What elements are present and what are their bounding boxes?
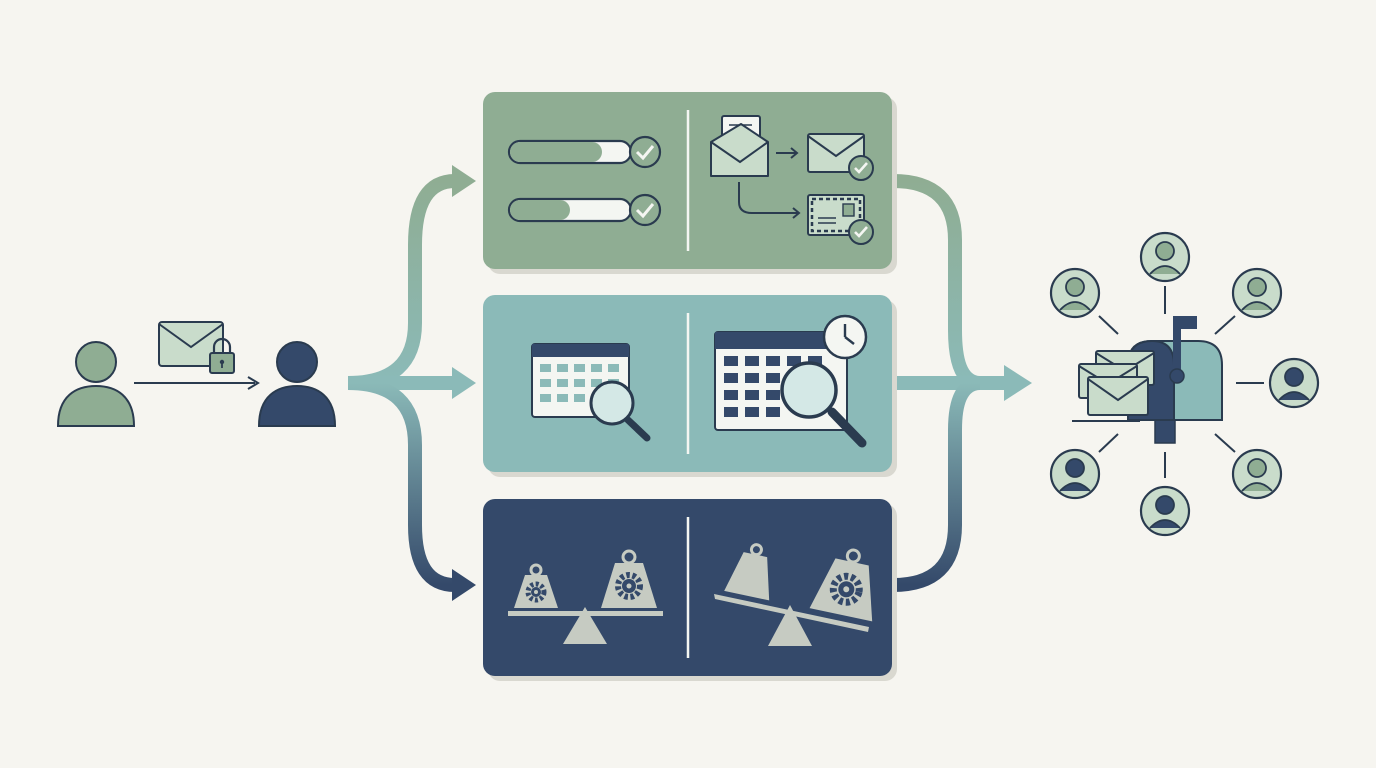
postal-envelope-icon bbox=[807, 194, 874, 245]
routing-arrow-icon bbox=[738, 182, 801, 219]
balance-scale-icon bbox=[508, 607, 663, 644]
merge-from-bottom bbox=[892, 376, 981, 592]
gear-icon bbox=[829, 572, 863, 606]
user-circle-icon bbox=[1049, 267, 1101, 319]
recipient-person-icon bbox=[257, 341, 337, 427]
merge-connectors bbox=[892, 174, 1032, 592]
envelope-check-icon bbox=[807, 133, 874, 181]
checkmark-icon bbox=[628, 193, 662, 227]
forward-arrow-icon bbox=[776, 147, 799, 159]
envelope-icon bbox=[158, 321, 224, 367]
progress-bar-icon bbox=[507, 197, 633, 223]
open-envelope-icon bbox=[710, 115, 769, 177]
arrowhead-top bbox=[452, 165, 476, 197]
arrowhead-bottom bbox=[452, 569, 476, 601]
user-circle-icon bbox=[1268, 357, 1320, 409]
secure-message-icon bbox=[158, 321, 235, 374]
connector-to-bottom bbox=[347, 376, 456, 592]
tilted-scale-icon bbox=[714, 594, 869, 646]
transfer-arrow-icon bbox=[134, 376, 260, 390]
scheduling-panel bbox=[483, 295, 897, 477]
gear-icon bbox=[525, 581, 547, 603]
arrowhead-destination bbox=[1004, 365, 1032, 401]
magnifier-icon bbox=[589, 380, 651, 442]
audience-links bbox=[1098, 286, 1264, 478]
gear-icon bbox=[615, 572, 643, 600]
branch-connectors bbox=[347, 165, 476, 601]
merge-from-top bbox=[892, 174, 981, 390]
user-circle-icon bbox=[1231, 267, 1283, 319]
clock-icon bbox=[822, 314, 868, 360]
arrowhead-middle bbox=[452, 367, 476, 399]
user-circle-icon bbox=[1139, 485, 1191, 537]
balancing-panel bbox=[483, 499, 897, 681]
progress-bar-icon bbox=[507, 139, 633, 165]
audience-group bbox=[1049, 231, 1320, 537]
padlock-icon bbox=[209, 337, 235, 374]
verification-panel bbox=[483, 92, 897, 274]
weight-icon bbox=[724, 543, 770, 601]
checkmark-icon bbox=[628, 135, 662, 169]
sender-person-icon bbox=[56, 341, 136, 427]
user-circle-icon bbox=[1049, 448, 1101, 500]
envelope-icon bbox=[1072, 376, 1149, 422]
user-circle-icon bbox=[1231, 448, 1283, 500]
connector-to-top bbox=[347, 174, 456, 390]
user-circle-icon bbox=[1139, 231, 1191, 283]
magnifier-icon bbox=[780, 361, 867, 448]
